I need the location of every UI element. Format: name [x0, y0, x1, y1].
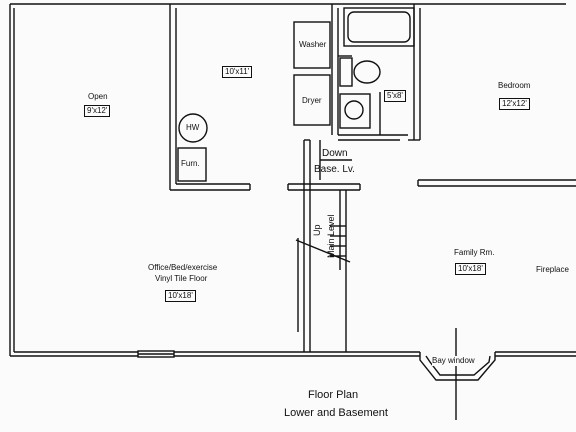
family-room-label: Family Rm.	[454, 248, 495, 257]
furnace-label: Furn.	[181, 159, 200, 168]
bedroom-size: 12'x12'	[499, 98, 530, 110]
plan-title: Floor Plan	[308, 389, 359, 401]
bath-size: 5'x8'	[384, 90, 406, 102]
open-room-label: Open	[88, 92, 108, 101]
dryer-label: Dryer	[302, 96, 322, 105]
washer-label: Washer	[299, 40, 327, 49]
bay-window-label: Bay window	[432, 356, 475, 366]
utility-room-size: 10'x11'	[222, 66, 253, 78]
stairs-up-label: Up	[312, 224, 322, 236]
bedroom-walls	[408, 4, 576, 187]
family-room-size: 10'x18'	[455, 263, 486, 275]
water-heater-label: HW	[186, 123, 200, 132]
stair-hall	[295, 139, 352, 352]
stairs-main-level-label: Main Level	[326, 214, 336, 258]
stairs-base-level-label: Base. Lv.	[314, 164, 355, 175]
utility-room-walls	[169, 4, 361, 191]
appliances	[177, 21, 331, 182]
office-room-size: 10'x18'	[165, 290, 196, 302]
bay-window	[419, 328, 496, 420]
office-room-label: Office/Bed/exercise	[148, 263, 218, 272]
plan-subtitle: Lower and Basement	[284, 407, 388, 419]
office-floor-note: Vinyl Tile Floor	[155, 274, 208, 283]
stairs-down-label: Down	[322, 148, 348, 159]
outer-walls	[9, 3, 576, 357]
bathroom	[338, 7, 415, 141]
fireplace-label: Fireplace	[536, 265, 569, 274]
window-bottom-left	[137, 350, 175, 358]
open-room-size: 9'x12'	[84, 105, 111, 117]
bedroom-label: Bedroom	[498, 81, 531, 90]
